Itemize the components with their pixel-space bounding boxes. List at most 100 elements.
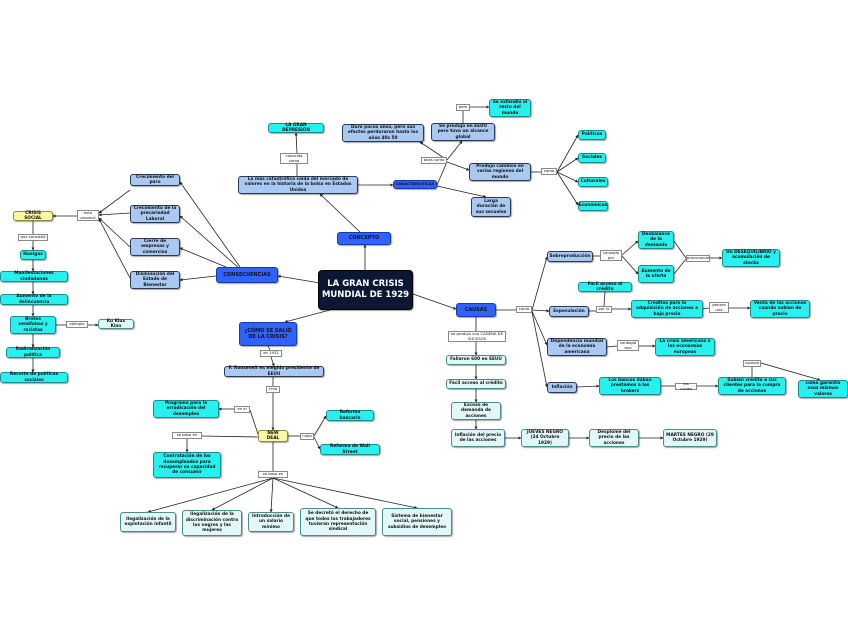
link-basa-en: se basa en bbox=[172, 432, 202, 439]
jueves-negro-node: JUEVES NEGRO (24 Octubre 1929) bbox=[521, 429, 569, 447]
connector-line bbox=[446, 161, 470, 171]
connector-line bbox=[249, 409, 259, 435]
link-esta-provoco: esta provocó bbox=[77, 210, 99, 221]
connector-line bbox=[179, 275, 217, 282]
connector-line bbox=[313, 415, 327, 437]
produjo-eeuu-node: Se produjo en EEUU pero tuvo un alcance … bbox=[431, 123, 495, 141]
connector-line bbox=[436, 185, 487, 198]
causas-node: CAUSAS bbox=[456, 303, 496, 317]
connector-line bbox=[531, 256, 548, 311]
connector-line bbox=[270, 356, 275, 367]
connector-line bbox=[272, 477, 418, 510]
connector-line bbox=[211, 477, 274, 511]
larga-duracion-node: Larga duración de sus secuelas bbox=[471, 197, 511, 217]
sistema-bienestar-node: Sistema de bienestar social, pensiones y… bbox=[382, 508, 452, 536]
connector-line bbox=[98, 217, 131, 248]
connector-line bbox=[147, 477, 274, 513]
brotes-node: Brotes xenófobos y racistas bbox=[10, 316, 56, 334]
connector-line bbox=[531, 309, 550, 313]
connector-line bbox=[673, 258, 687, 275]
connector-line bbox=[98, 218, 131, 279]
connector-line bbox=[98, 212, 131, 217]
crec-precariedad-node: Crecimiento de la precariedad Laboral bbox=[130, 205, 180, 223]
connector-line bbox=[179, 215, 241, 270]
link-que-consiste: que consistió bbox=[18, 234, 48, 241]
connector-line bbox=[760, 362, 821, 381]
connector-line bbox=[412, 293, 457, 310]
link-conocida: conocida como bbox=[280, 153, 308, 164]
cierre-empresas-node: Cierre de empresas y comercios bbox=[130, 238, 180, 256]
connector-line bbox=[531, 311, 549, 388]
link-como-1: como bbox=[541, 168, 557, 175]
connector-line bbox=[603, 291, 606, 307]
link-los-cuales: los cuales bbox=[675, 381, 697, 390]
contratacion-node: Contratación de los desempleados para re… bbox=[153, 452, 221, 478]
connector-line bbox=[319, 193, 361, 233]
ilegalizacion-disc-node: Ilegalización de la discriminación contr… bbox=[182, 510, 242, 536]
martes-negro-node: MARTES NEGRO (29 Octubre 1929) bbox=[663, 429, 717, 447]
exceso-node: Exceso de demanda de acciones bbox=[451, 402, 501, 420]
inflacion-precio-node: Inflación del precio de las acciones bbox=[451, 429, 505, 447]
connector-line bbox=[179, 181, 241, 268]
reforma-bancaria-node: Reforma bancaria bbox=[326, 410, 374, 421]
caida-mercado-node: La más catastrófica caída del mercado de… bbox=[238, 176, 358, 194]
garantia-node: como garantía esos mismos valores bbox=[798, 380, 848, 398]
connector-line bbox=[446, 140, 463, 161]
politicos-node: Políticos bbox=[578, 130, 606, 140]
reforma-wall-node: Reforma de Wall Street bbox=[320, 444, 380, 455]
link-se-basa: se basa en bbox=[258, 471, 288, 478]
link-como-2: como bbox=[516, 306, 532, 313]
decreto-node: Se decretó el derecho de que todos los t… bbox=[300, 508, 376, 536]
facil-acceso-node: Fácil acceso al crédito bbox=[446, 379, 506, 389]
link-provocando: provocando bbox=[686, 255, 710, 262]
aumento-oferta-node: Aumento de la oferta bbox=[638, 265, 674, 283]
link-contagio: contagió que bbox=[617, 340, 639, 351]
link-hubo: hubo bbox=[300, 433, 314, 440]
economicos-node: Económicos bbox=[578, 201, 608, 211]
radicalizacion-node: Radicalización política bbox=[6, 347, 60, 358]
connector-line bbox=[272, 477, 339, 509]
facil-credito-node: Fácil acceso al crédito bbox=[578, 282, 632, 292]
salario-minimo-node: Introducción de un salario mínimo bbox=[248, 512, 294, 532]
connector-line bbox=[267, 345, 271, 351]
creditos-adq-node: Créditos para la adquisición de acciones… bbox=[631, 300, 703, 318]
connector-line bbox=[284, 309, 331, 323]
desplome-node: Desplome del precio de las acciones bbox=[589, 429, 639, 447]
connector-line bbox=[576, 384, 600, 388]
link-por-lo: por lo bbox=[596, 306, 612, 313]
connector-line bbox=[269, 477, 274, 513]
main-topic: LA GRAN CRISIS MUNDIAL DE 1929 bbox=[318, 270, 413, 310]
connector-line bbox=[556, 171, 579, 206]
duro-pocos-node: Duró pocos años, pero sus efectos perdur… bbox=[342, 124, 424, 142]
connector-line bbox=[98, 189, 131, 214]
como-salio-node: ¿CÓMO SE SALIÓ DE LA CRISIS? bbox=[239, 322, 297, 346]
caracteristicas-node: CARACTERÍSTICAS bbox=[393, 180, 437, 189]
link-en-1932: en 1932 bbox=[260, 350, 282, 357]
connector-line bbox=[436, 161, 448, 186]
sobreproduccion-node: Sobreproducción bbox=[547, 251, 593, 262]
link-tales-como: tales como bbox=[421, 157, 447, 164]
fallaron-node: Fallaron 600 en EEUU bbox=[446, 355, 506, 365]
cambios-node: Produjo cambios en varias regiones del m… bbox=[469, 163, 531, 181]
programa-node: Programa para la erradicación del desemp… bbox=[153, 400, 219, 418]
new-deal-node: NEW DEAL bbox=[258, 430, 288, 442]
connector-line bbox=[621, 240, 639, 256]
link-ejemplo: ejemplo bbox=[66, 321, 88, 328]
desbalance-node: Desbalance de la demanda bbox=[638, 231, 674, 249]
cadena-label: se produjo una CADENA DE SUCESOS bbox=[448, 331, 506, 342]
sociales-node: Sociales bbox=[578, 153, 606, 163]
connector-line bbox=[531, 310, 548, 346]
venta-acciones-node: Venta de las acciones cuando subían de p… bbox=[750, 300, 810, 318]
link-pero: pero bbox=[456, 104, 470, 111]
connector-line bbox=[702, 307, 710, 310]
extendio-node: Se extendió al resto del mundo bbox=[489, 99, 531, 117]
connector-line bbox=[277, 274, 321, 284]
delincuencia-node: Aumento de la delincuencia bbox=[0, 294, 68, 305]
recorte-node: Recorte de políticas sociales bbox=[0, 372, 68, 383]
disminucion-node: Disminución del Estado de Bienestar bbox=[130, 271, 180, 289]
link-usando: usando bbox=[743, 360, 761, 367]
kkk-node: Ku Klux Klan bbox=[98, 319, 134, 329]
concepto-node: CONCEPTO bbox=[337, 232, 391, 245]
